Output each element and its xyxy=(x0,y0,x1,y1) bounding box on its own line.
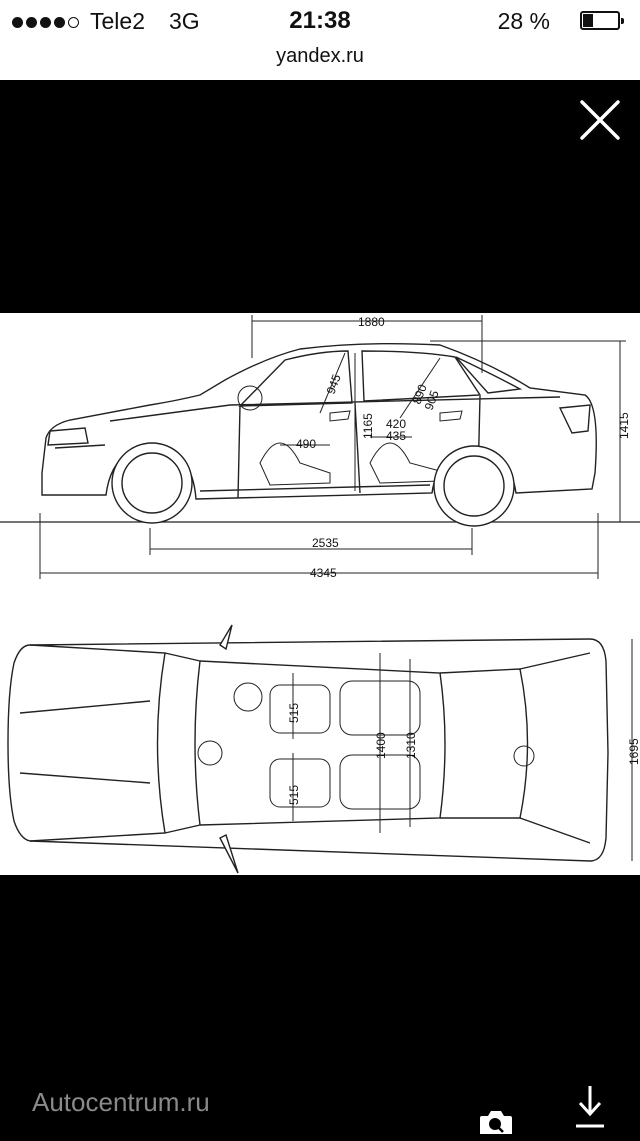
side-view-drawing: 1880 490 420 435 2535 4345 945 890 905 1… xyxy=(0,315,640,580)
dim-890: 890 xyxy=(410,382,430,406)
dim-1165: 1165 xyxy=(361,413,375,439)
dim-515-bottom: 515 xyxy=(287,785,301,805)
status-bar: Tele2 3G 21:38 28 % yandex.ru xyxy=(0,0,640,80)
dim-1880: 1880 xyxy=(358,315,385,329)
dim-1310: 1310 xyxy=(404,732,418,759)
image-search-button[interactable] xyxy=(478,1106,514,1136)
dim-945: 945 xyxy=(324,372,344,396)
network-type: 3G xyxy=(169,8,200,34)
download-button[interactable] xyxy=(572,1082,608,1130)
dim-2535: 2535 xyxy=(312,536,339,550)
close-button[interactable] xyxy=(576,96,624,144)
dim-1415: 1415 xyxy=(617,412,631,439)
battery-percent: 28 % xyxy=(497,8,550,34)
dim-420: 420 xyxy=(386,417,406,431)
dim-4345: 4345 xyxy=(310,566,337,580)
dim-490: 490 xyxy=(296,437,316,451)
dim-435: 435 xyxy=(386,429,406,443)
download-icon xyxy=(576,1086,604,1128)
top-view-drawing: 515 515 1400 1310 1695 xyxy=(7,624,640,874)
close-icon xyxy=(580,100,620,140)
signal-strength-icon xyxy=(12,14,79,30)
dim-1400: 1400 xyxy=(374,732,388,759)
address-url[interactable]: yandex.ru xyxy=(276,45,364,67)
dim-905: 905 xyxy=(422,388,442,412)
carrier-name: Tele2 xyxy=(90,8,145,34)
car-blueprint-image[interactable]: 1880 490 420 435 2535 4345 945 890 905 1… xyxy=(0,313,640,875)
battery-icon xyxy=(580,11,624,30)
image-source-caption[interactable]: Autocentrum.ru xyxy=(32,1087,210,1117)
dim-515-top: 515 xyxy=(287,703,301,723)
clock: 21:38 xyxy=(289,7,351,34)
dim-1695: 1695 xyxy=(627,738,640,765)
camera-search-icon xyxy=(480,1111,512,1134)
